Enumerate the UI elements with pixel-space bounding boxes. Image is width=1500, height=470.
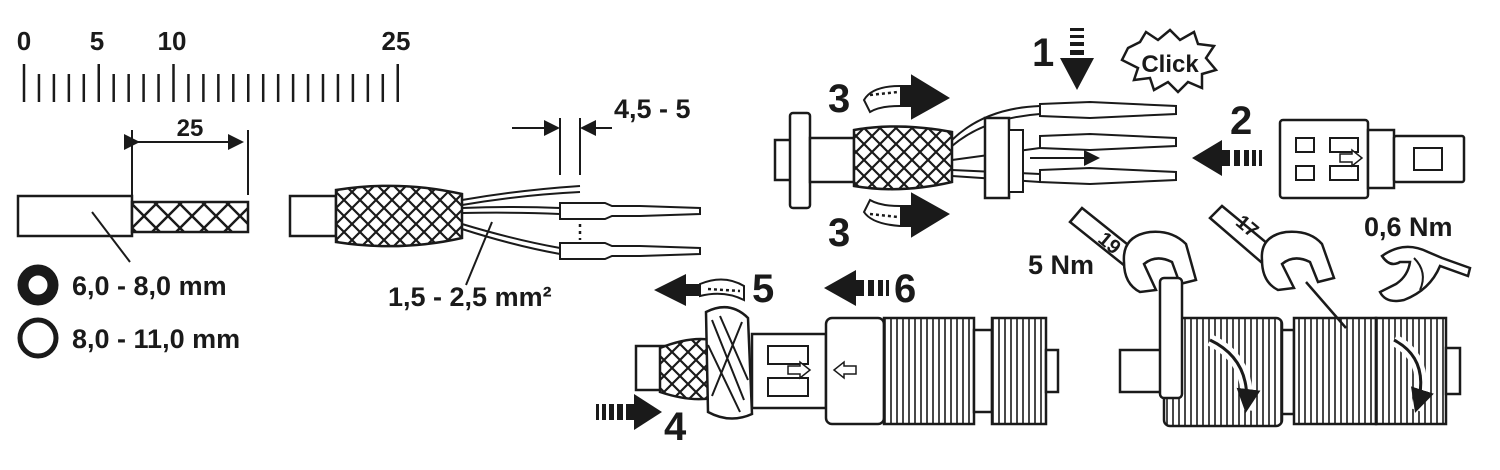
step-2-number: 2 [1230,99,1252,143]
cable-range-small: 6,0 - 8,0 mm [72,271,227,301]
rotate-arrow-bottom-icon [862,192,950,238]
ruler-label-5: 5 [90,26,104,56]
ruler-ticks [22,64,399,102]
push-left-arrow-icon [1192,140,1262,176]
strip-length-label: 25 [177,115,204,142]
tightened-connector [1118,316,1462,428]
hand-torque-label: 0,6 Nm [1364,212,1453,242]
wrench-19-torque: 5 Nm [1028,250,1094,280]
cable-with-contacts: 4,5 - 5 1,5 - 2,5 mm² [288,94,701,312]
ruler-label-25: 25 [382,26,411,56]
contact-insert-assembly [773,100,1177,210]
push-right-arrow-icon [596,394,662,430]
socket-insert [1278,118,1466,200]
step-1-number: 1 [1032,31,1054,75]
rotate-arrow-top-icon [862,74,950,120]
step-3-number-bottom: 3 [828,211,850,255]
step-5-number: 5 [752,267,774,311]
wire-cross-section: 1,5 - 2,5 mm² [388,282,552,312]
seal-thin-ring-icon [17,317,59,359]
step-3-number-top: 3 [828,77,850,121]
wrench-19-icon [1068,206,1198,400]
click-label: Click [1141,51,1199,78]
push-left-arrow-step6-icon [824,270,889,306]
wrench-17-icon [1208,204,1347,329]
ruler-label-0: 0 [17,26,31,56]
wire-strip-length: 4,5 - 5 [614,94,691,124]
seal-thick-ring-icon [17,264,59,306]
step-4-number: 4 [664,405,687,449]
cable-range-large: 8,0 - 11,0 mm [72,324,240,354]
ruler-label-10: 10 [158,26,187,56]
rotate-left-arrow-icon [654,274,745,306]
stripped-cable: 25 [16,115,250,263]
hand-tighten-icon [1378,245,1472,303]
push-down-arrow-icon [1060,28,1094,90]
click-burst-icon [1120,28,1219,94]
step-6-number: 6 [894,267,916,311]
housing-assembly [634,305,1060,426]
ruler: 0 5 10 25 [17,26,411,102]
